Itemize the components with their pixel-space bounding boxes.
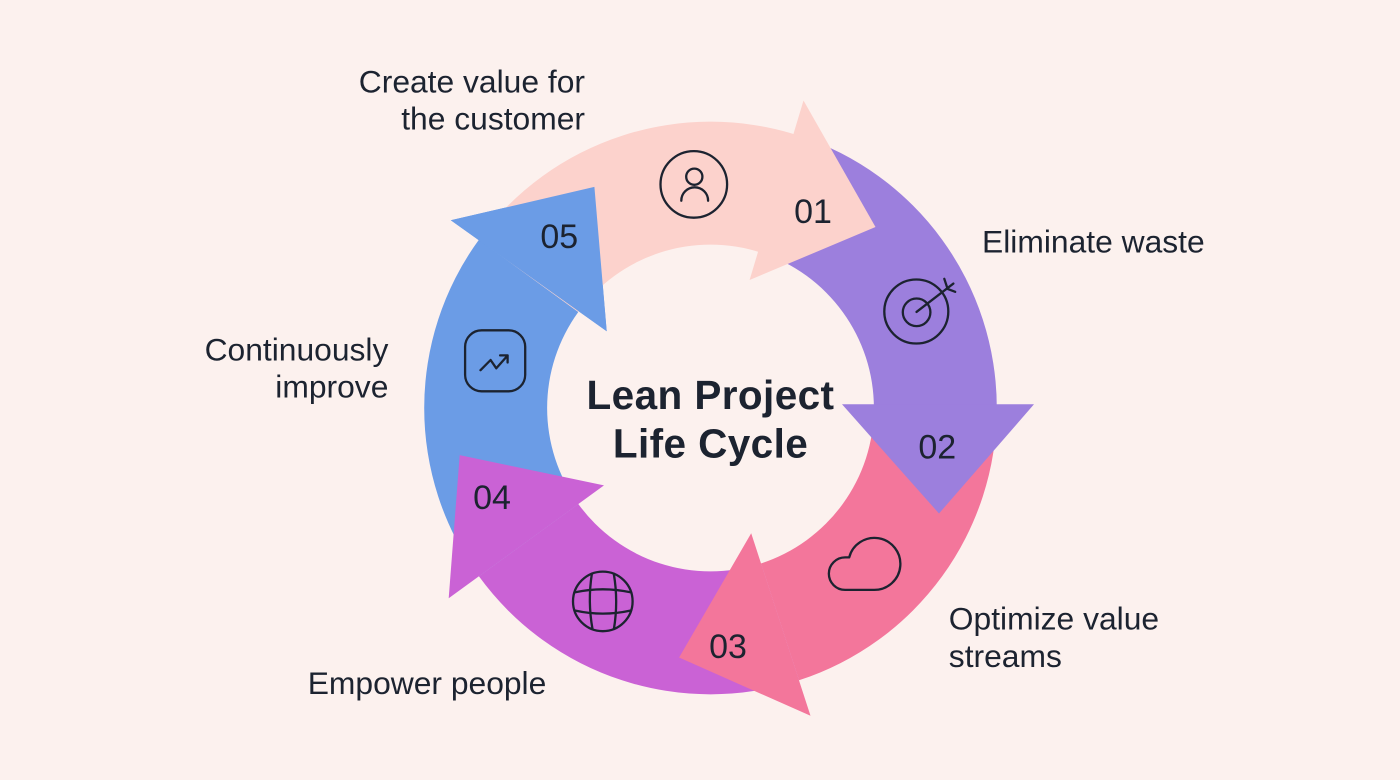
svg-text:05: 05 <box>540 218 578 256</box>
svg-text:Create value for: Create value for <box>359 64 586 100</box>
svg-text:Life Cycle: Life Cycle <box>613 421 808 467</box>
svg-text:improve: improve <box>275 369 388 405</box>
svg-text:01: 01 <box>794 193 832 231</box>
svg-text:03: 03 <box>709 628 747 666</box>
svg-text:the customer: the customer <box>401 101 585 137</box>
svg-text:Continuously: Continuously <box>205 332 389 368</box>
svg-text:streams: streams <box>949 638 1062 674</box>
svg-text:04: 04 <box>473 479 511 517</box>
svg-text:02: 02 <box>918 428 956 466</box>
svg-text:Empower people: Empower people <box>308 665 547 701</box>
svg-text:Lean Project: Lean Project <box>587 372 835 418</box>
svg-text:Optimize value: Optimize value <box>949 601 1159 637</box>
svg-text:Eliminate waste: Eliminate waste <box>982 223 1205 259</box>
